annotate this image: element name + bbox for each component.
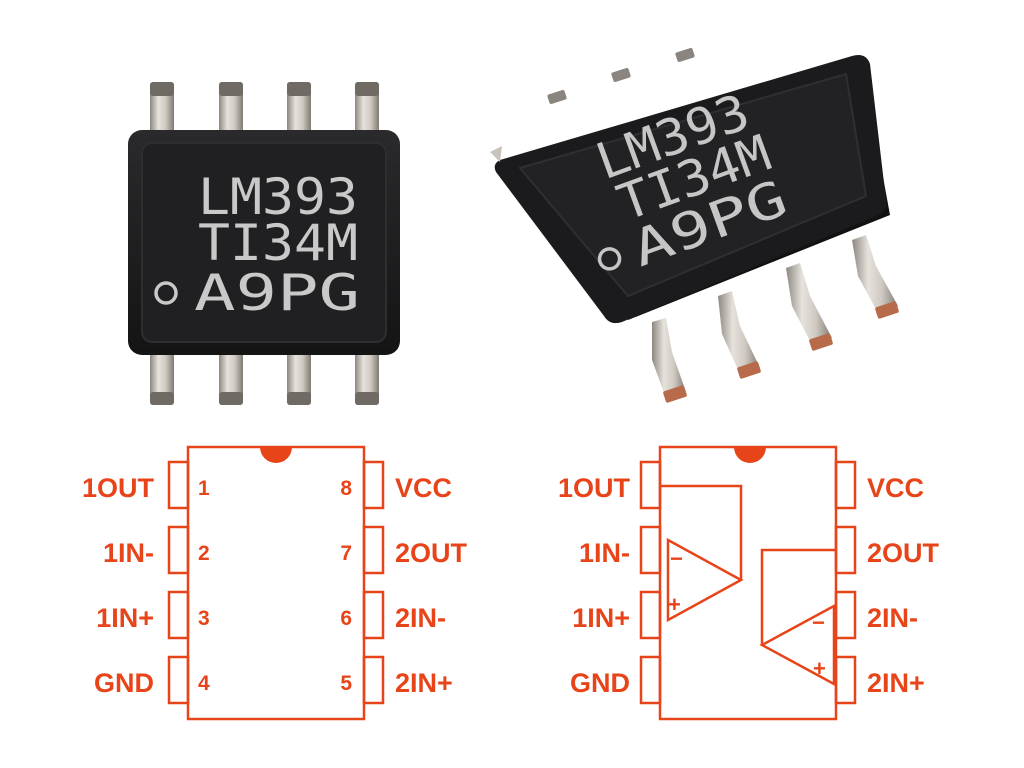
pinout-ic-body [186,445,366,721]
pin-label-4: GND [94,668,154,698]
comparator-2-icon [759,603,836,687]
functional-ic-body [658,445,838,721]
pinout-diagram [167,445,385,721]
functional-pin-label-7: 2OUT [867,538,940,568]
functional-notch-icon [734,447,766,463]
pin-number-3: 3 [198,607,210,630]
functional-pin-label-3: 1IN+ [572,603,630,633]
pin-label-2: 1IN- [103,538,154,568]
pin1-dot-icon [154,281,178,305]
chip-angled-view: LM393 TI34M A9PG [490,47,899,403]
pin-number-1: 1 [198,477,210,500]
functional-pin-label-2: 1IN- [579,538,630,568]
functional-pin-label-6: 2IN- [867,603,918,633]
pin-label-7: 2OUT [395,538,468,568]
comparator-1-icon [666,537,744,623]
pin-label-6: 2IN- [395,603,446,633]
chip-top-marking-line1: LM393 [198,168,358,226]
pin-number-8: 8 [340,477,352,500]
pin-label-5: 2IN+ [395,668,453,698]
chip-top-leads-upper [150,82,379,140]
pin-number-7: 7 [340,542,352,565]
chip-top-view: LM393 TI34M A9PG [128,82,400,405]
pin-label-1: 1OUT [82,473,155,503]
functional-pin-label-8: VCC [867,473,924,503]
comparator-1-plus: + [668,592,681,617]
functional-symbols: − + − + 1OUT 1IN- 1IN+ GND VCC 2OUT 2IN-… [558,473,940,698]
pinout-labels: 1OUT 1IN- 1IN+ GND 1 2 3 4 8 7 6 5 VCC 2… [82,473,468,698]
pin-number-5: 5 [340,672,352,695]
functional-pin-label-4: GND [570,668,630,698]
pin1-dot-icon-angled [597,247,622,271]
chip-angled-leads [652,235,899,403]
pin-number-4: 4 [198,672,210,695]
comparator-2-plus: + [813,656,826,681]
pin-label-3: 1IN+ [96,603,154,633]
functional-pin-label-5: 2IN+ [867,668,925,698]
comparator-1-minus: − [670,546,683,571]
chip-top-marking-line3: A9PG [194,264,360,322]
pin-number-2: 2 [198,542,210,565]
pin-label-8: VCC [395,473,452,503]
pin-number-6: 6 [340,607,352,630]
functional-diagram [639,445,857,721]
functional-pin-label-1: 1OUT [558,473,631,503]
pinout-notch-icon [260,447,292,463]
chip-top-leads-lower [150,345,379,405]
chip-top-marking-line2: TI34M [198,214,358,272]
comparator-2-minus: − [812,610,825,635]
